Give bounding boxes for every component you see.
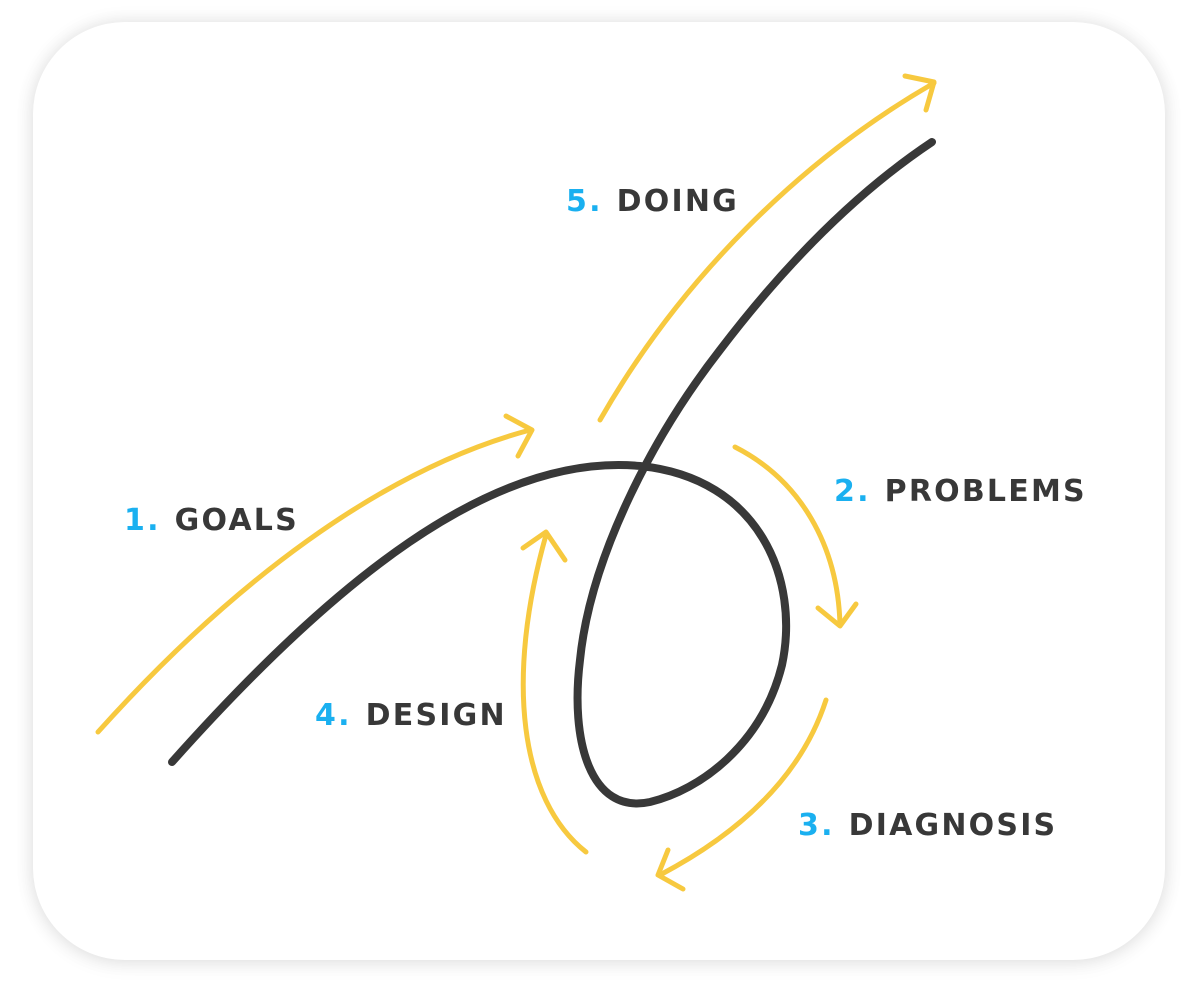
- problems-arrow: [732, 444, 859, 629]
- main-path-curve: [168, 138, 936, 808]
- step-label-text: GOALS: [174, 503, 299, 538]
- design-arrow: [520, 529, 589, 855]
- step-number: 3.: [798, 808, 835, 843]
- step-design: 4. DESIGN: [315, 701, 507, 731]
- step-number: 5.: [566, 184, 603, 219]
- doing-arrow: [597, 73, 937, 423]
- diagnosis-arrow: [655, 697, 829, 892]
- step-number: 2.: [834, 474, 871, 509]
- step-number: 1.: [124, 503, 161, 538]
- goals-arrow: [95, 413, 535, 735]
- step-problems: 2. PROBLEMS: [834, 477, 1087, 507]
- step-diagnosis: 3. DIAGNOSIS: [798, 811, 1057, 841]
- step-goals: 1. GOALS: [124, 506, 299, 536]
- step-label-text: DESIGN: [365, 698, 507, 733]
- step-label-text: DIAGNOSIS: [848, 808, 1058, 843]
- step-label-text: PROBLEMS: [884, 474, 1087, 509]
- step-label-text: DOING: [616, 184, 739, 219]
- step-number: 4.: [315, 698, 352, 733]
- diagram-card: [33, 22, 1165, 960]
- step-doing: 5. DOING: [566, 187, 739, 217]
